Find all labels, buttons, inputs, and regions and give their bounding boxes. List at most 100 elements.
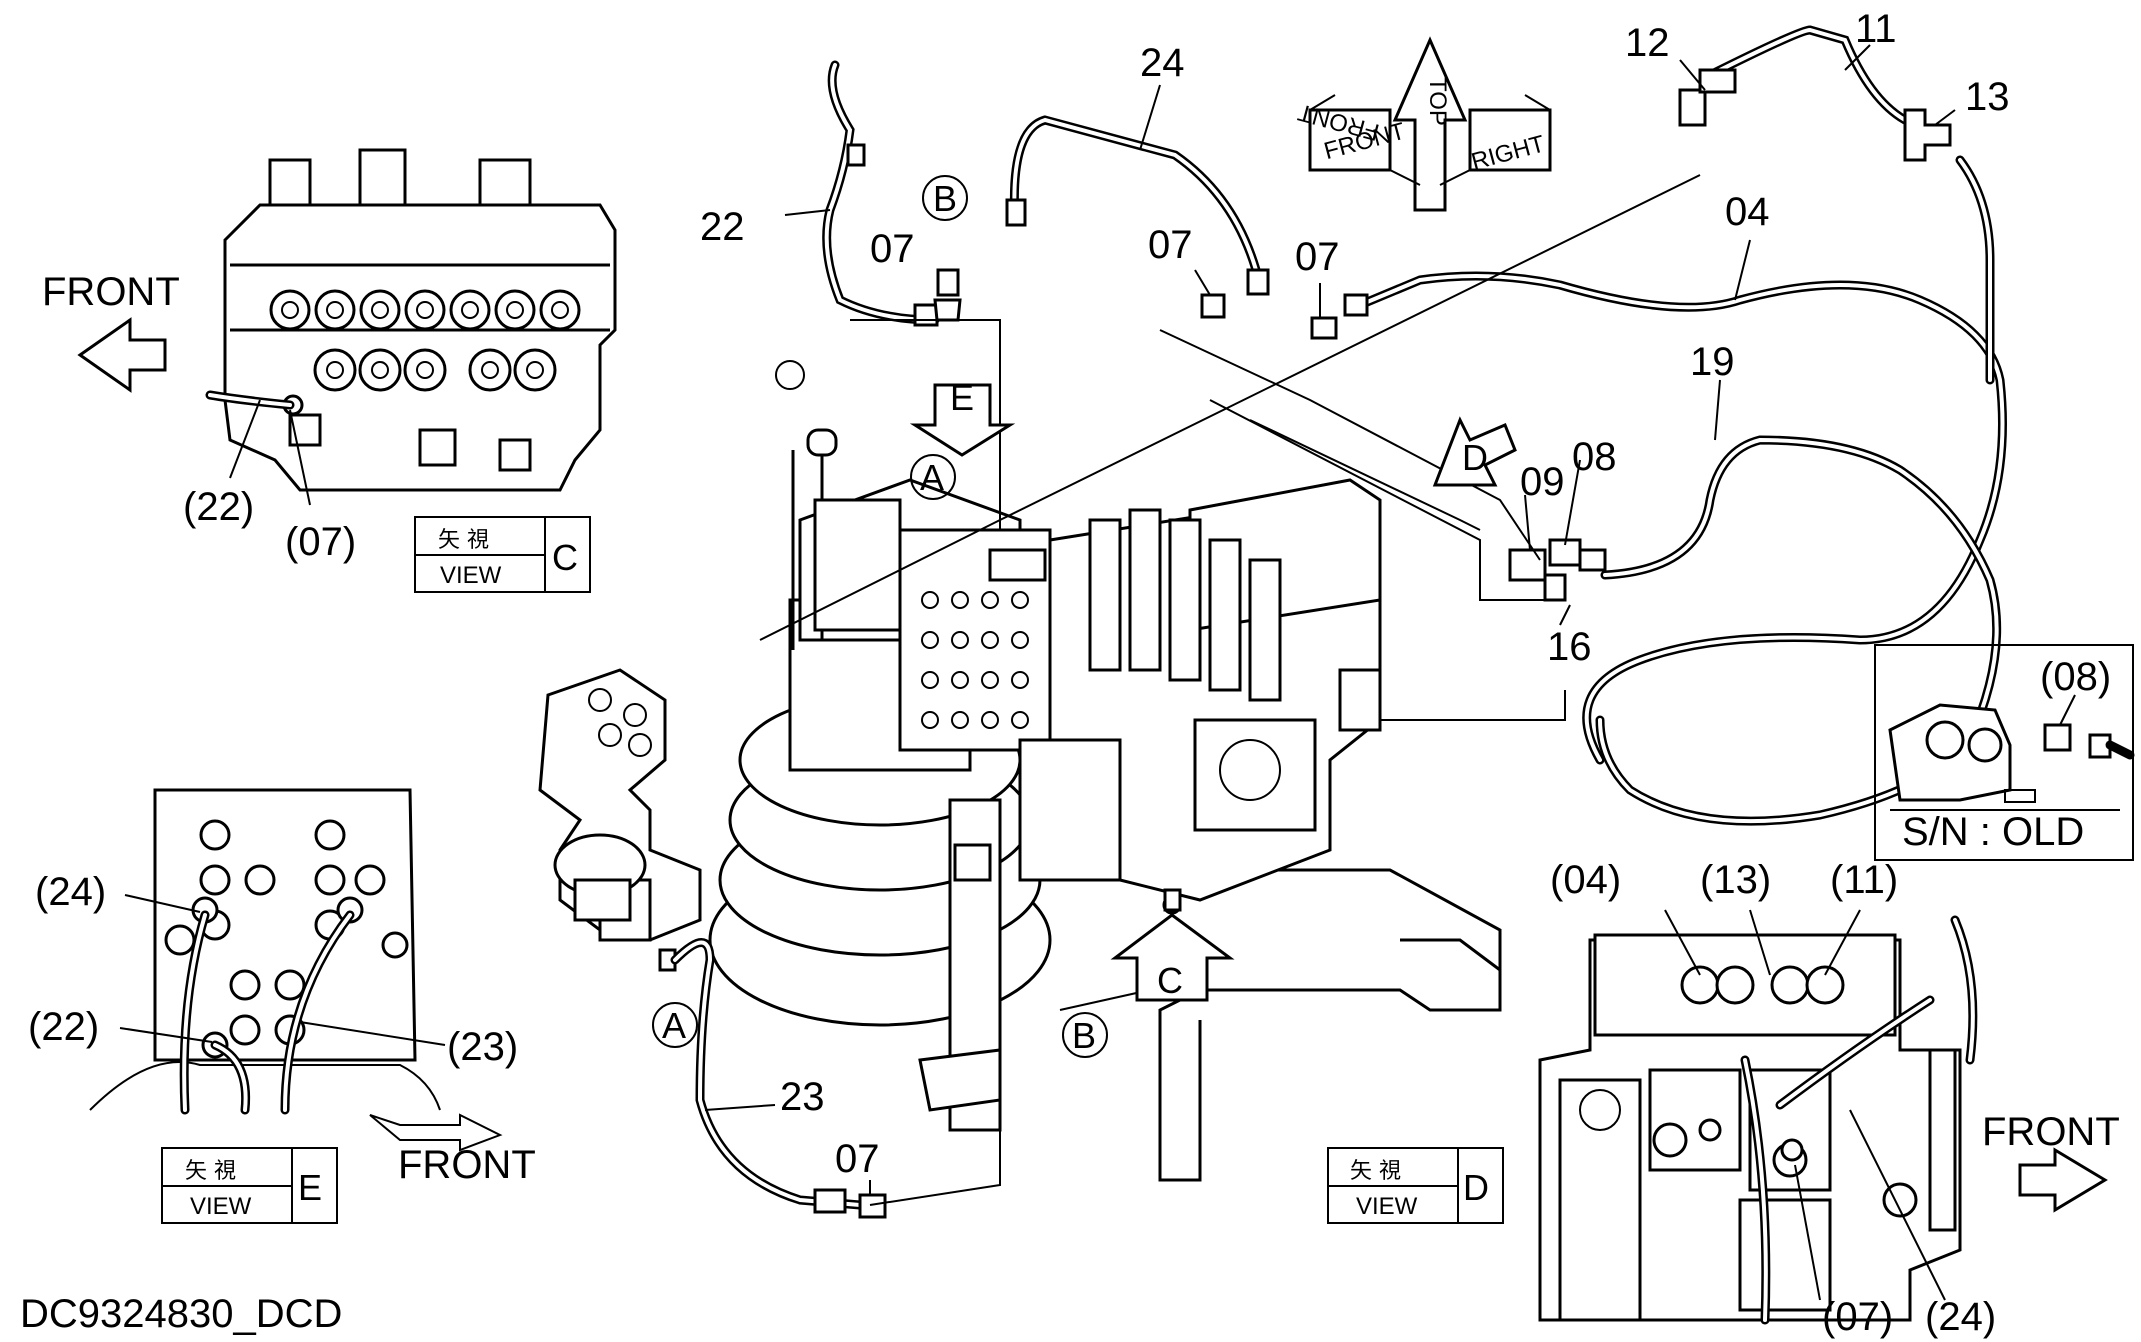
leader-24 xyxy=(1139,84,1161,151)
label-09: 09 xyxy=(1520,460,1565,504)
view-d-leader-24 xyxy=(1849,1109,1946,1301)
leader-23 xyxy=(704,1104,776,1111)
routing-line-d xyxy=(1249,419,1481,531)
fitting-16 xyxy=(1543,573,1567,602)
view-arrow-c-letter: C xyxy=(1157,960,1183,1001)
routing-line-b xyxy=(1059,989,1151,1011)
leader-09 xyxy=(1524,494,1531,551)
view-d-leader-07 xyxy=(1794,1164,1821,1301)
leader-19 xyxy=(1714,379,1721,441)
view-e-label-23: (23) xyxy=(447,1025,518,1069)
view-e-box-view: VIEW xyxy=(190,1193,252,1220)
inset-sn-old xyxy=(1874,644,2135,861)
hose-19 xyxy=(1595,435,2002,826)
label-12: 12 xyxy=(1625,21,1670,65)
view-e-leader-24 xyxy=(124,894,201,913)
inset-label-08: (08) xyxy=(2040,655,2111,699)
leader-22 xyxy=(784,209,831,216)
leader-04 xyxy=(1734,239,1751,301)
view-arrow-d-letter: D xyxy=(1462,437,1488,478)
callout-a-bottom xyxy=(652,1002,698,1048)
view-c-box xyxy=(414,516,591,593)
view-e-box xyxy=(161,1147,338,1224)
label-07-bottom: 07 xyxy=(835,1137,880,1181)
view-e-box-jp: 矢 視 xyxy=(185,1159,236,1184)
view-d-box-view: VIEW xyxy=(1356,1193,1418,1220)
view-d-label-24: (24) xyxy=(1925,1295,1996,1339)
hose-22 xyxy=(822,60,940,327)
view-d-leader-11 xyxy=(1824,909,1861,976)
view-c-illustration xyxy=(205,148,617,492)
callout-b-top-letter: B xyxy=(933,178,957,219)
fitting-07-bottom xyxy=(858,1193,887,1219)
callout-b-top xyxy=(922,175,968,221)
view-c-label-07: (07) xyxy=(285,520,356,564)
label-04: 04 xyxy=(1725,190,1770,234)
routing-line-19 xyxy=(1380,690,1566,721)
routing-line-07 xyxy=(1159,329,1541,561)
view-d-illustration xyxy=(1538,933,1962,1322)
inset-caption: S/N : OLD xyxy=(1902,810,2084,854)
front-arrow-right xyxy=(2018,1147,2108,1213)
drawing-id: DC9324830_DCD xyxy=(20,1292,342,1336)
view-c-leader-22 xyxy=(229,399,261,479)
label-23: 23 xyxy=(780,1075,825,1119)
view-arrow-e-letter: E xyxy=(950,377,974,418)
view-c-leader-07 xyxy=(289,409,311,506)
view-arrow-e xyxy=(909,383,1016,457)
view-e-box-letter: E xyxy=(298,1167,322,1208)
hose-04 xyxy=(1343,271,2007,765)
view-arrow-c xyxy=(1110,913,1235,1002)
label-24: 24 xyxy=(1140,41,1185,85)
label-07-b: 07 xyxy=(870,227,915,271)
label-07-right: 07 xyxy=(1295,235,1340,279)
view-e-leader-23 xyxy=(299,1021,446,1046)
leader-16 xyxy=(1559,604,1571,626)
view-c-front-label: FRONT xyxy=(42,270,180,314)
fitting-13 xyxy=(1903,108,1952,162)
view-e-label-22: (22) xyxy=(28,1005,99,1049)
hose-23 xyxy=(670,938,865,1214)
label-07-mid: 07 xyxy=(1148,223,1193,267)
label-11: 11 xyxy=(1855,7,1897,51)
callout-a-bottom-letter: A xyxy=(662,1005,686,1046)
routing-line-23 xyxy=(869,1130,1001,1206)
label-13: 13 xyxy=(1965,75,2010,119)
callout-a-top-letter: A xyxy=(920,457,944,498)
leader-12 xyxy=(1679,59,1706,91)
hose-11 xyxy=(1705,25,1910,125)
view-e-front-label: FRONT xyxy=(398,1143,536,1187)
view-arrow-d xyxy=(1432,416,1517,487)
hose-13-run xyxy=(1955,155,1995,385)
callout-a-top xyxy=(910,454,956,500)
view-e-leader-22 xyxy=(119,1027,213,1043)
callout-b-bottom xyxy=(1062,1012,1108,1058)
view-d-label-04: (04) xyxy=(1550,858,1621,902)
fitting-08 xyxy=(1548,538,1607,572)
label-08: 08 xyxy=(1572,435,1617,479)
view-d-label-13: (13) xyxy=(1700,858,1771,902)
view-d-label-07: (07) xyxy=(1822,1295,1893,1339)
view-d-front-label: FRONT xyxy=(1982,1110,2120,1154)
view-d-box-jp: 矢 視 xyxy=(1350,1159,1401,1184)
view-c-label-22: (22) xyxy=(183,485,254,529)
fitting-09 xyxy=(1508,548,1547,582)
fitting-07-right xyxy=(1310,316,1338,340)
view-d-box-letter: D xyxy=(1463,1167,1489,1208)
view-c-box-jp: 矢 視 xyxy=(438,528,489,553)
label-19: 19 xyxy=(1690,340,1735,384)
routing-line-12 xyxy=(999,174,1701,521)
view-d-leader-04 xyxy=(1664,909,1701,976)
label-22: 22 xyxy=(700,205,745,249)
fitting-07-mid xyxy=(1200,293,1226,319)
routing-line-dbox xyxy=(1209,399,1560,601)
leader-11 xyxy=(1844,44,1871,71)
fitting-12 xyxy=(1678,68,1737,127)
view-d-label-11: (11) xyxy=(1830,858,1898,902)
orientation-top-label: TOP xyxy=(1424,77,1451,126)
view-e-illustration xyxy=(89,788,441,1115)
view-c-box-letter: C xyxy=(552,537,578,578)
view-d-leader-13 xyxy=(1749,909,1771,976)
